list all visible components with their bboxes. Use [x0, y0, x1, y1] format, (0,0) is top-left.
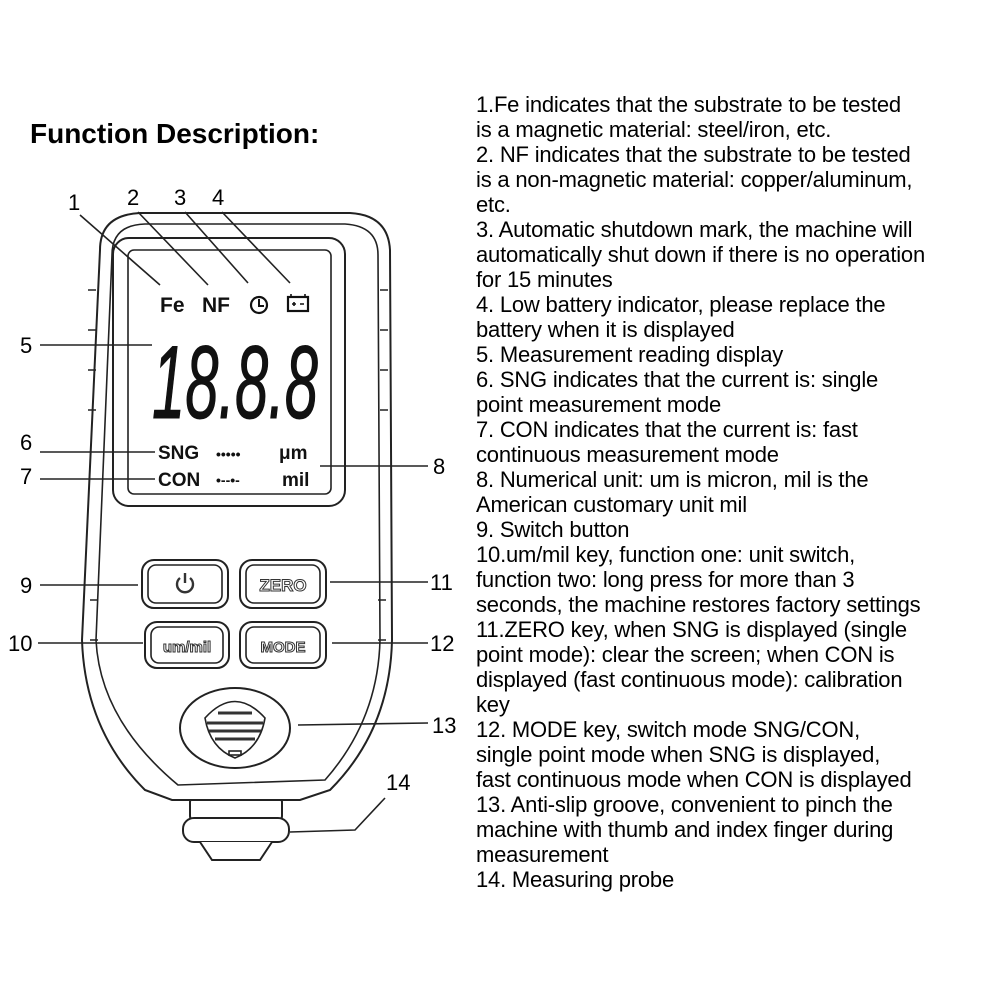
callout-6: 6	[20, 430, 32, 455]
callout-10: 10	[8, 631, 32, 656]
nf-indicator: NF	[202, 294, 230, 317]
description-list: 1.Fe indicates that the substrate to be …	[476, 92, 925, 892]
description-line: for 15 minutes	[476, 267, 613, 292]
description-line: battery when it is displayed	[476, 317, 735, 342]
description-line: 3. Automatic shutdown mark, the machine …	[476, 217, 913, 242]
description-line: American customary unit mil	[476, 492, 747, 517]
mode-button-label: MODE	[261, 639, 306, 656]
description-line: 1.Fe indicates that the substrate to be …	[476, 92, 901, 117]
callout-lines	[38, 211, 429, 833]
callout-9: 9	[20, 573, 32, 598]
description-line: 2. NF indicates that the substrate to be…	[476, 142, 911, 167]
callout-12: 12	[430, 631, 454, 656]
zero-button[interactable]: ZERO	[239, 559, 327, 609]
con-dashes: •--•-	[216, 472, 240, 488]
mode-button[interactable]: MODE	[239, 621, 327, 669]
description-line: point measurement mode	[476, 392, 722, 417]
description-line: 13. Anti-slip groove, convenient to pinc…	[476, 792, 893, 817]
description-line: key	[476, 692, 510, 717]
callout-1: 1	[68, 190, 80, 215]
battery-icon	[286, 294, 310, 313]
power-button[interactable]	[141, 559, 229, 609]
fe-indicator: Fe	[160, 294, 185, 317]
zero-button-label: ZERO	[259, 576, 306, 595]
con-indicator: CON	[158, 470, 200, 491]
callout-8: 8	[433, 454, 445, 479]
side-grip-notches	[88, 289, 388, 641]
description-line: displayed (fast continuous mode): calibr…	[476, 667, 903, 692]
description-line: 14. Measuring probe	[476, 867, 674, 892]
description-line: seconds, the machine restores factory se…	[476, 592, 921, 617]
um-mil-button[interactable]: um/mil	[144, 621, 230, 669]
callout-3: 3	[174, 185, 186, 210]
device-body-inner-edge	[95, 223, 381, 786]
description-line: 8. Numerical unit: um is micron, mil is …	[476, 467, 869, 492]
description-line: measurement	[476, 842, 609, 867]
description-line: 7. CON indicates that the current is: fa…	[476, 417, 858, 442]
sng-dots: •••••	[216, 446, 241, 462]
description-line: 11.ZERO key, when SNG is displayed (sing…	[476, 617, 907, 642]
description-line: 9. Switch button	[476, 517, 630, 542]
measuring-probe	[182, 795, 290, 861]
description-line: is a non-magnetic material: copper/alumi…	[476, 167, 913, 192]
reading-display: 18.8.8	[152, 325, 318, 441]
description-line: 12. MODE key, switch mode SNG/CON,	[476, 717, 861, 742]
diagram-title: Function Description:	[30, 118, 320, 149]
clock-icon	[249, 295, 269, 315]
description-line: 4. Low battery indicator, please replace…	[476, 292, 886, 317]
callout-7: 7	[20, 464, 32, 489]
description-line: function two: long press for more than 3	[476, 567, 855, 592]
description-line: machine with thumb and index finger duri…	[476, 817, 894, 842]
anti-slip-groove	[179, 687, 291, 769]
description-line: etc.	[476, 192, 511, 217]
sng-indicator: SNG	[158, 443, 199, 464]
mil-unit: mil	[282, 470, 309, 491]
callout-5: 5	[20, 333, 32, 358]
power-icon	[175, 573, 195, 594]
callout-13: 13	[432, 713, 456, 738]
description-line: point mode): clear the screen; when CON …	[476, 642, 895, 667]
description-line: is a magnetic material: steel/iron, etc.	[476, 117, 832, 142]
description-line: single point mode when SNG is displayed,	[476, 742, 881, 767]
description-line: 10.um/mil key, function one: unit switch…	[476, 542, 856, 567]
callout-14: 14	[386, 770, 410, 795]
um-unit: μm	[279, 443, 308, 464]
description-line: automatically shut down if there is no o…	[476, 242, 925, 267]
callout-2: 2	[127, 185, 139, 210]
um-mil-button-label: um/mil	[163, 639, 211, 656]
lcd-screen: Fe NF 18.8.8 SNG ••••• CON •--•- μm mil	[112, 237, 346, 507]
description-line: continuous measurement mode	[476, 442, 779, 467]
description-line: fast continuous mode when CON is display…	[476, 767, 912, 792]
description-line: 6. SNG indicates that the current is: si…	[476, 367, 879, 392]
callout-11: 11	[430, 570, 453, 595]
callout-4: 4	[212, 185, 224, 210]
description-line: 5. Measurement reading display	[476, 342, 784, 367]
